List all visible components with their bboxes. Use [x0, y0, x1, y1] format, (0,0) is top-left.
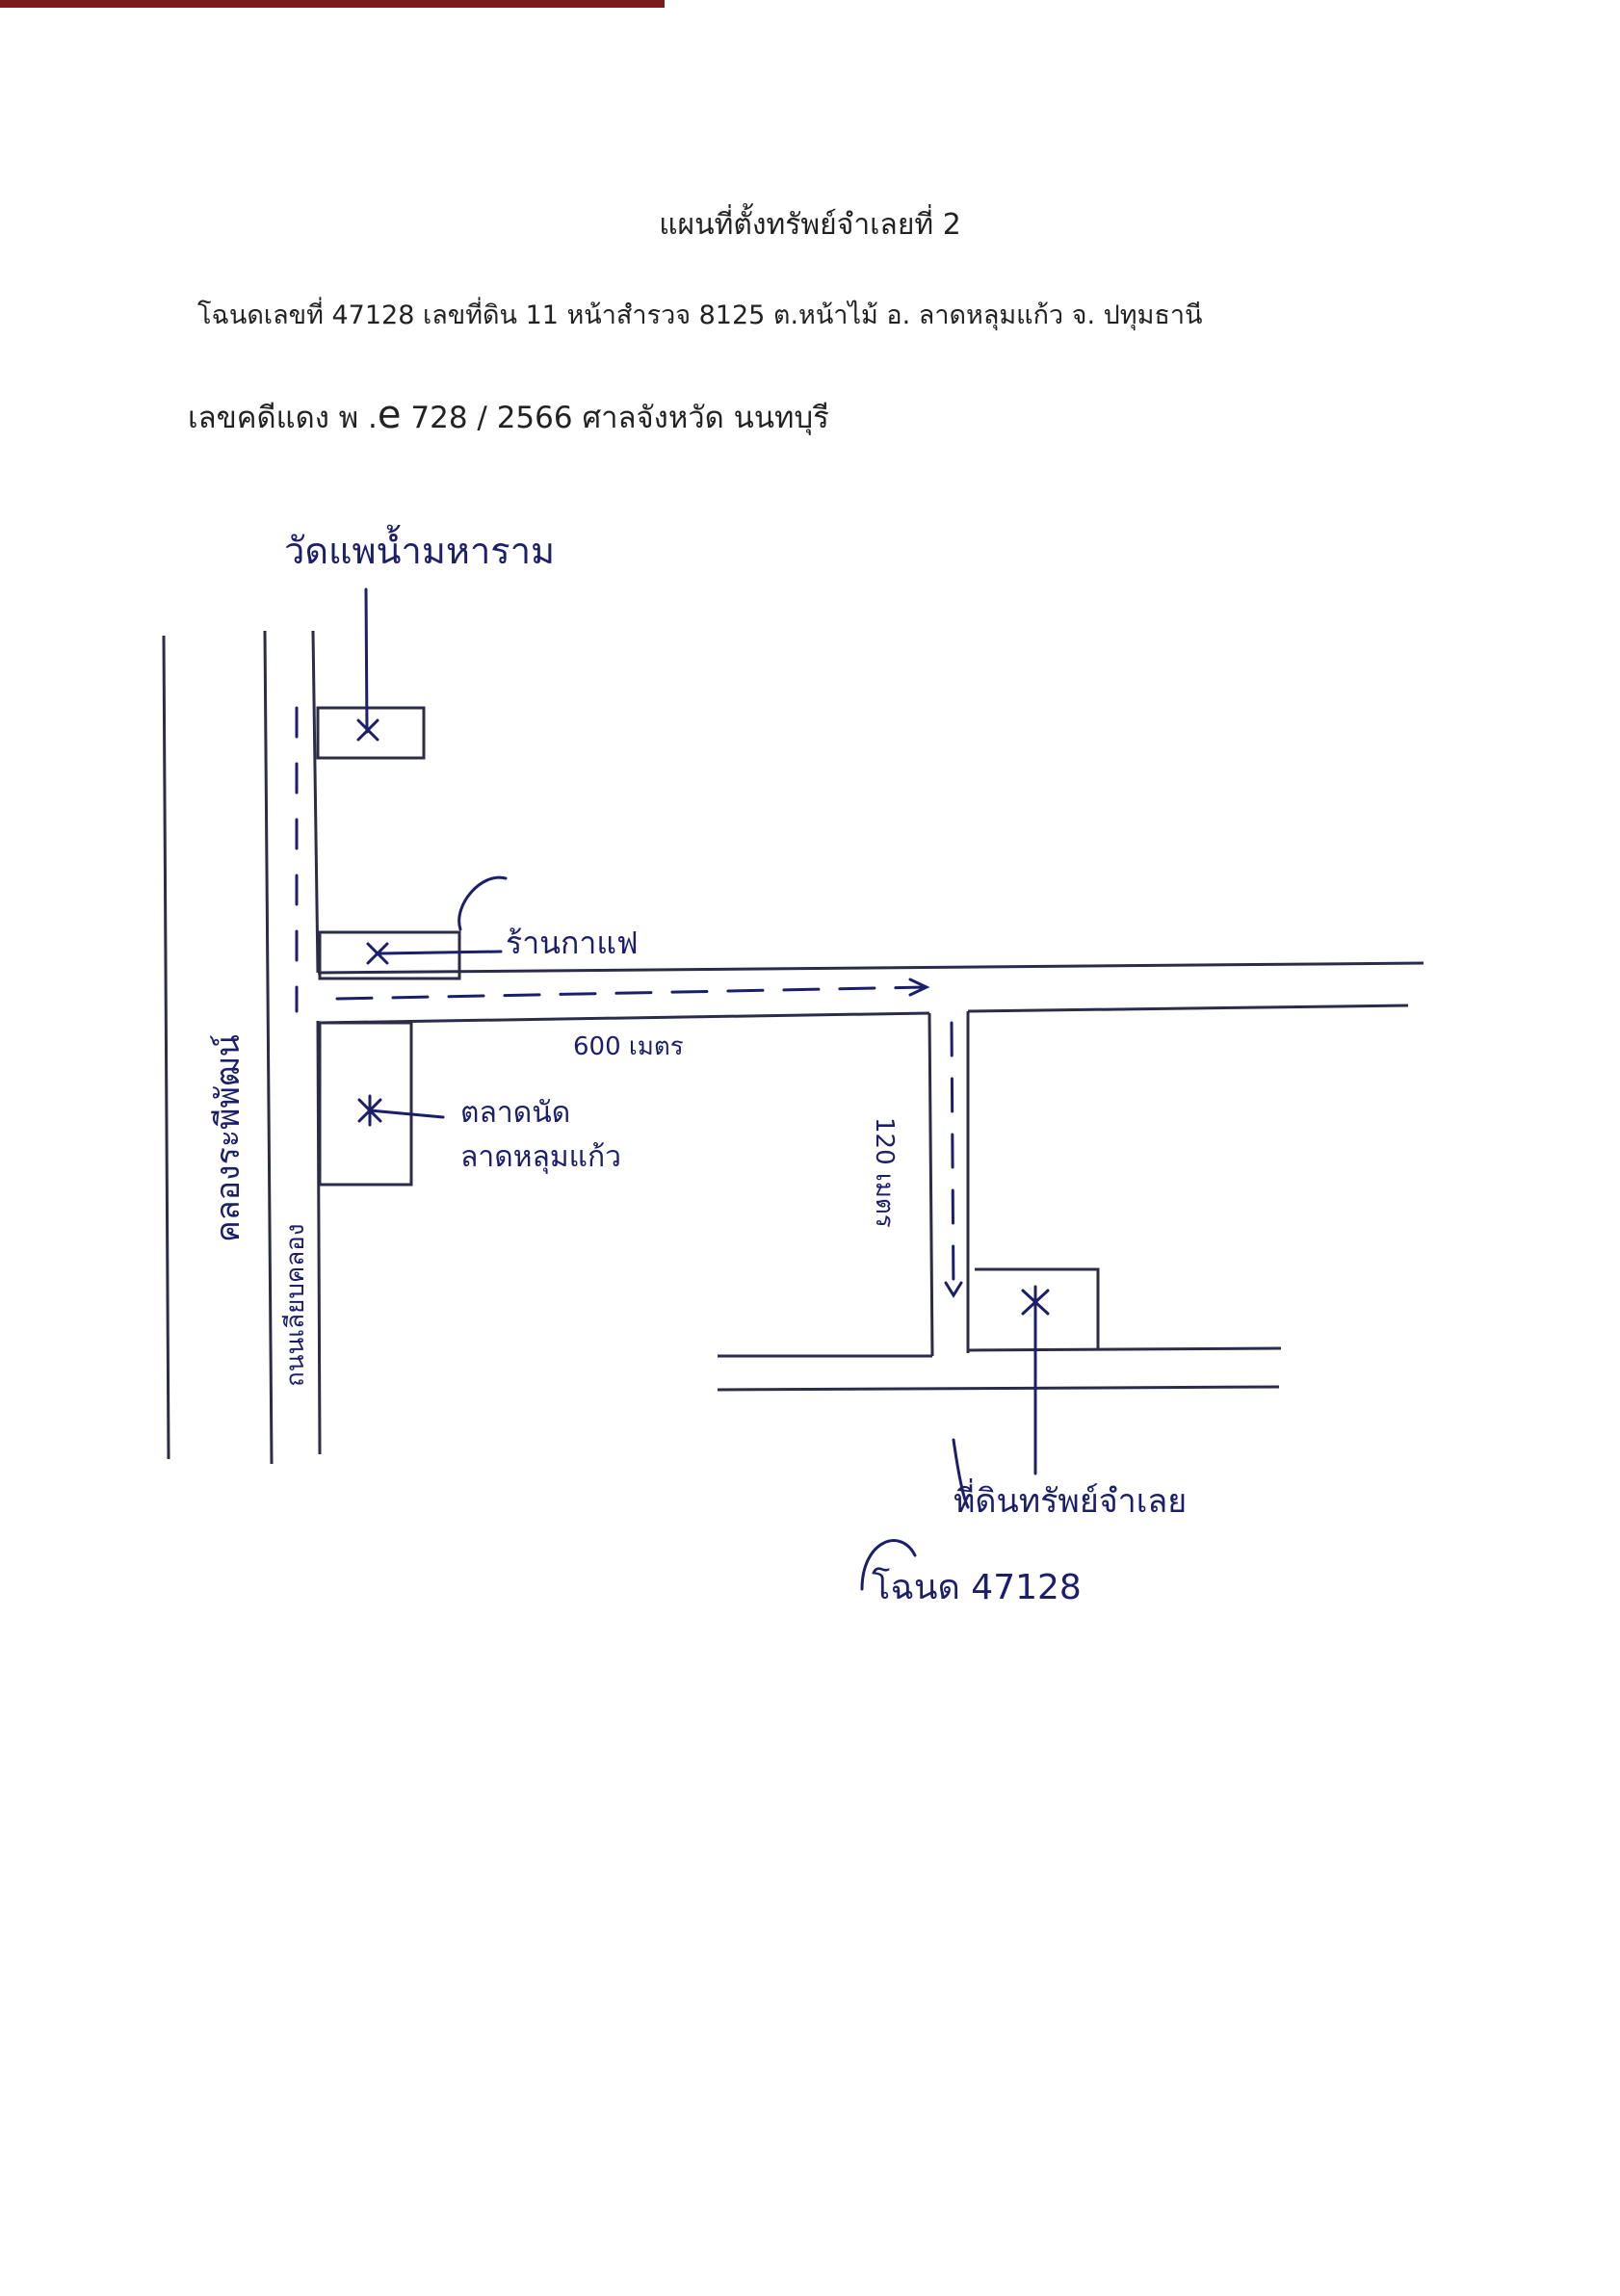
road-left-edge: [263, 630, 274, 1465]
coffee-shop-box: [318, 930, 461, 980]
coffee-pointer: [379, 950, 503, 955]
distance-vertical-label: 120 เมตร: [870, 1117, 899, 1228]
market-box: [318, 1021, 413, 1187]
case-prefix: เลขคดีแดง พ .: [188, 401, 378, 435]
temple-label: วัดแพน้ำมหาราม: [284, 524, 555, 572]
market-star-icon: [357, 1094, 382, 1127]
property-star-icon: [1021, 1285, 1050, 1319]
road-right-edge-lower: [316, 1020, 322, 1455]
road-side-label: ถนนเลียบคลอง: [281, 1224, 310, 1387]
deed-info-line: โฉนดเลขที่ 47128 เลขที่ดิน 11 หน้าสำรวจ …: [197, 300, 1203, 330]
property-box: [975, 1267, 1100, 1348]
deed-note-label: โฉนด 47128: [872, 1567, 1082, 1607]
case-number-line: เลขคดีแดง พ .e 728 / 2566 ศาลจังหวัด นนท…: [188, 393, 829, 441]
case-letter: e: [377, 393, 402, 437]
vertical-distance-arrow: [950, 1021, 955, 1297]
arrowhead-down-icon: [944, 1281, 963, 1298]
canal-label: คลองระพีพัฒน์: [209, 1034, 248, 1242]
property-label: ที่ดินทรัพย์จำเลย: [954, 1478, 1187, 1521]
bottom-road-top-right: [967, 1346, 1282, 1352]
temple-pointer: [364, 587, 369, 734]
page-title: แผนที่ตั้งทรัพย์จำเลยที่ 2: [659, 208, 961, 242]
property-callout-stroke: [952, 1438, 970, 1509]
main-road-top: [317, 961, 1424, 975]
coffee-shop-label: ร้านกาแฟ: [506, 925, 639, 961]
road-right-edge-upper: [311, 630, 320, 974]
main-road-bottom-left: [317, 1011, 930, 1025]
deed-callout-curve: [860, 1539, 917, 1591]
horizontal-distance-arrow: [335, 985, 927, 1001]
canal-left-line: [162, 635, 170, 1460]
coffee-callout-curve: [457, 875, 508, 931]
top-edge-bar: [0, 0, 665, 8]
case-rest: 728 / 2566 ศาลจังหวัด นนทบุรี: [401, 401, 829, 435]
side-road-left: [928, 1012, 934, 1357]
arrowhead-icon: [908, 978, 930, 997]
coffee-star-icon: [366, 942, 389, 965]
distance-horizontal-label: 600 เมตร: [573, 1032, 684, 1061]
market-pointer: [368, 1109, 445, 1119]
temple-star-icon: [356, 718, 379, 742]
main-road-bottom-right: [967, 1004, 1409, 1013]
temple-box: [316, 706, 426, 760]
market-label: ตลาดนัดลาดหลุมแก้ว: [460, 1096, 621, 1175]
bottom-road-bottom: [717, 1385, 1280, 1392]
